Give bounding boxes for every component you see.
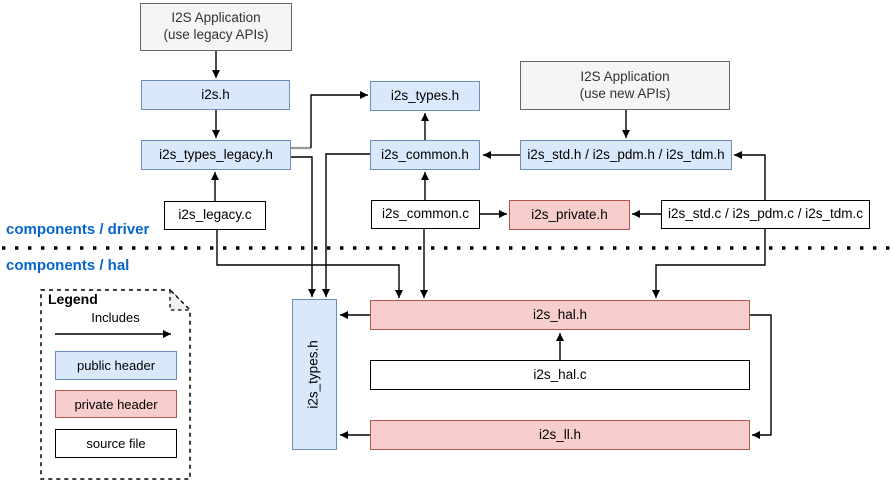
node-label: (use new APIs)	[579, 85, 671, 101]
legend-public-header-sample: public header	[55, 351, 177, 380]
edge-i2s-std-c-to-i2s-hal-h	[652, 229, 766, 298]
node-i2s-types-legacy-h: i2s_types_legacy.h	[141, 140, 291, 170]
node-label: I2S Application	[171, 10, 261, 26]
edge-i2s-std-c-to-i2s-std-h	[734, 151, 766, 200]
node-i2s-hal-h: i2s_hal.h	[370, 300, 750, 330]
edge-i2s-common-h-to-i2s-types-h-hal	[322, 153, 370, 297]
node-i2s-types-h-hal: i2s_types.h	[292, 299, 337, 450]
edge-i2s-types-legacy-h-to-i2s-types-h-driver	[310, 91, 368, 148]
legend-includes-label: Includes	[91, 310, 140, 325]
section-label-components-hal: components / hal	[6, 257, 130, 274]
legend-source-file-sample: source file	[55, 429, 177, 458]
edge-i2s-types-legacy-h-to-i2s-types-h-hal	[291, 156, 316, 297]
node-i2s-application-new: I2S Application (use new APIs)	[520, 61, 730, 110]
legend-fold	[169, 288, 192, 311]
node-label: I2S Application	[580, 68, 670, 84]
node-i2s-private-h: i2s_private.h	[509, 200, 630, 230]
node-i2s-std-pdm-tdm-c: i2s_std.c / i2s_pdm.c / i2s_tdm.c	[661, 200, 870, 229]
node-i2s-common-c: i2s_common.c	[371, 200, 480, 229]
node-i2s-ll-h: i2s_ll.h	[370, 420, 750, 450]
node-i2s-std-pdm-tdm-h: i2s_std.h / i2s_pdm.h / i2s_tdm.h	[520, 140, 732, 170]
node-label: (use legacy APIs)	[163, 27, 269, 42]
node-i2s-hal-c: i2s_hal.c	[370, 360, 750, 390]
node-i2s-legacy-c: i2s_legacy.c	[164, 201, 266, 230]
node-i2s-application-legacy: I2S Application (use legacy APIs)	[140, 3, 292, 51]
legend-title: Legend	[48, 291, 98, 307]
edge-i2s-legacy-c-to-i2s-hal-h	[216, 230, 403, 298]
node-label: i2s_types.h	[306, 340, 322, 409]
section-label-components-driver: components / driver	[6, 221, 150, 238]
node-i2s-common-h: i2s_common.h	[370, 140, 480, 170]
node-i2s-types-h-driver: i2s_types.h	[370, 81, 480, 111]
edge-i2s-hal-h-to-i2s-ll-h	[750, 314, 772, 439]
node-i2s-h: i2s.h	[141, 80, 290, 110]
legend-private-header-sample: private header	[55, 390, 177, 418]
